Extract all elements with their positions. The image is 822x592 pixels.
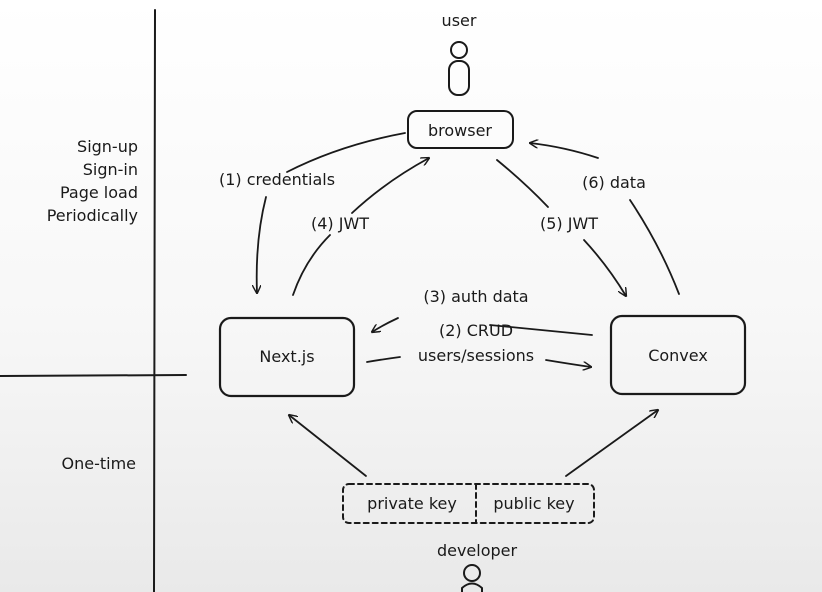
convex-label: Convex xyxy=(648,346,708,365)
edge-label-auth-data: (3) auth data xyxy=(423,287,528,306)
key-pair-box: private key public key xyxy=(342,483,595,524)
arrow-jwt-to-browser xyxy=(292,158,429,296)
user-icon xyxy=(448,41,470,96)
edge-label-jwt-nextjs: (4) JWT xyxy=(311,214,369,233)
vertical-divider xyxy=(153,9,156,592)
side-label-sign-up: Sign-up xyxy=(77,137,138,156)
developer-icon xyxy=(461,564,483,592)
arrow-credentials-line xyxy=(286,132,406,173)
nextjs-label: Next.js xyxy=(259,347,314,366)
user-label: user xyxy=(442,11,477,30)
public-key-label: public key xyxy=(493,494,574,513)
edge-label-jwt-convex: (5) JWT xyxy=(540,214,598,233)
side-label-one-time: One-time xyxy=(62,454,137,473)
arrow-auth-data xyxy=(372,317,593,335)
side-label-periodically: Periodically xyxy=(47,206,138,225)
convex-node: Convex xyxy=(609,314,747,396)
edge-label-crud-users-sessions: users/sessions xyxy=(418,346,534,365)
horizontal-divider xyxy=(0,374,187,377)
private-key-label: private key xyxy=(367,494,457,513)
arrow-credentials xyxy=(257,196,267,293)
browser-label: browser xyxy=(428,121,492,140)
arrow-public-key xyxy=(565,410,658,477)
arrow-jwt-to-convex xyxy=(496,159,626,296)
arrow-crud xyxy=(366,356,591,367)
arrow-private-key xyxy=(289,415,367,477)
arrow-data-to-browser xyxy=(530,143,680,295)
side-label-sign-in: Sign-in xyxy=(83,160,138,179)
edge-label-credentials: (1) credentials xyxy=(219,170,335,189)
edge-label-data: (6) data xyxy=(582,173,646,192)
edge-label-crud: (2) CRUD xyxy=(439,321,513,340)
nextjs-node: Next.js xyxy=(218,316,356,398)
developer-label: developer xyxy=(437,541,518,560)
side-label-page-load: Page load xyxy=(60,183,138,202)
browser-node: browser xyxy=(407,110,514,149)
